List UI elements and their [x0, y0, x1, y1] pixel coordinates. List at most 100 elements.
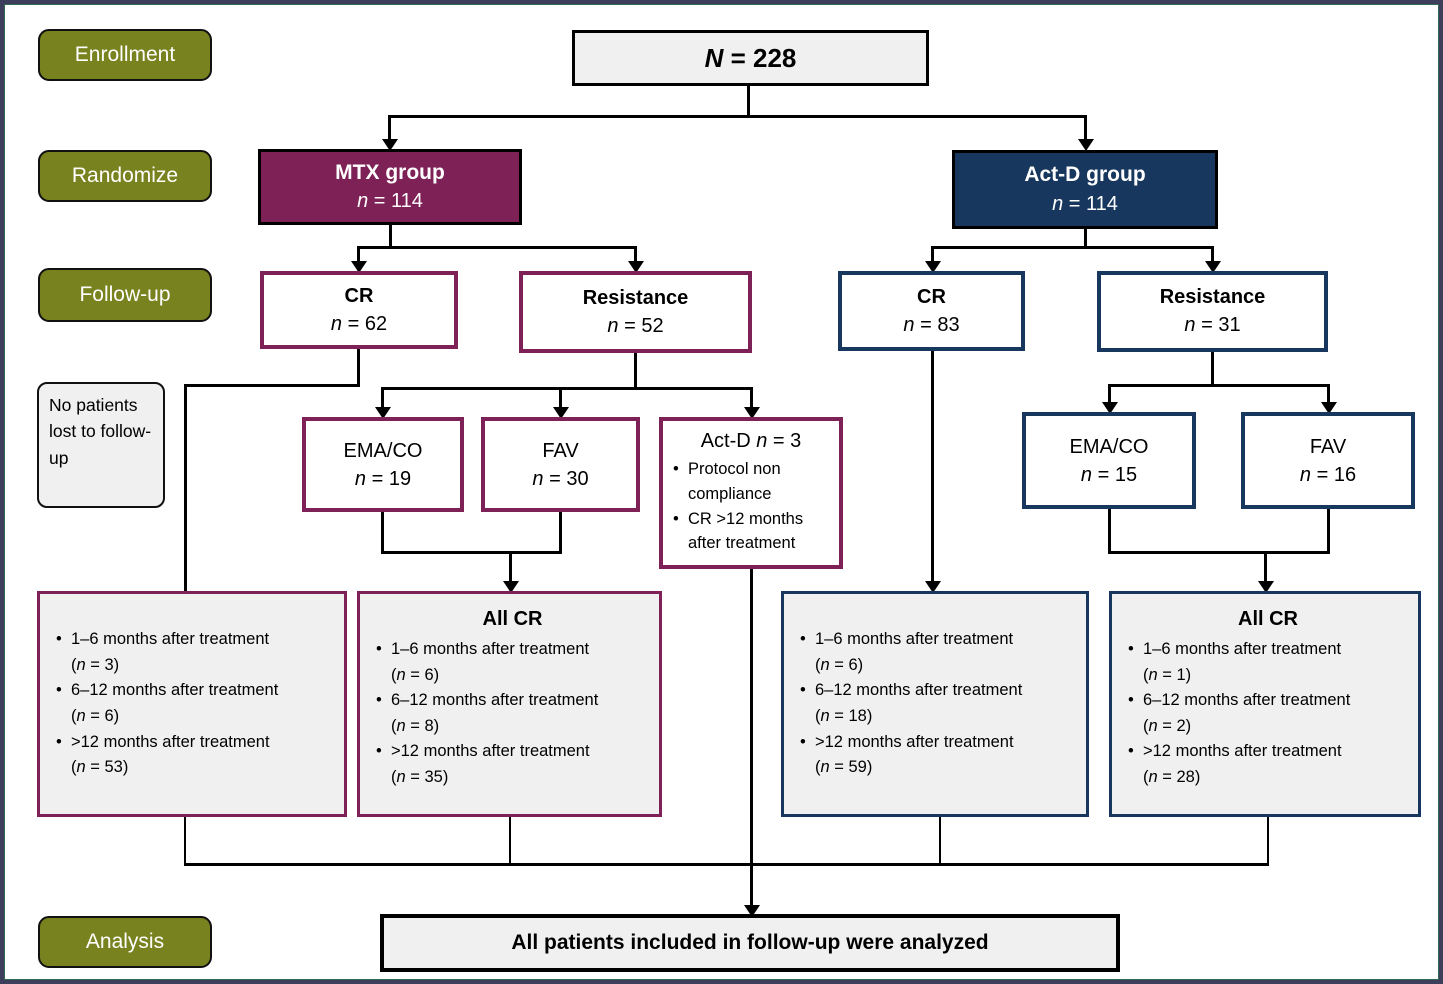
- box-title: Resistance: [1159, 286, 1266, 308]
- bullet-glyph: •: [800, 681, 806, 700]
- connector-line: [634, 351, 637, 390]
- stage-label-text: Enrollment: [74, 43, 176, 66]
- bullet-n: (n = 35): [391, 767, 449, 786]
- actd-fav-box: FAV n = 16: [1241, 412, 1415, 509]
- box-count: n = 30: [532, 467, 589, 490]
- box-count: n = 83: [903, 313, 960, 336]
- stage-label-randomize: Randomize: [38, 150, 212, 202]
- actd-resistance-box: Resistance n = 31: [1097, 271, 1328, 352]
- connector-line: [750, 387, 753, 407]
- connector-line: [747, 84, 750, 117]
- connector-line: [1327, 384, 1330, 402]
- bullet-text: >12 months after treatment: [391, 742, 590, 761]
- bullet-glyph: •: [1128, 691, 1134, 710]
- bullet-text: CR >12 months after treatment: [688, 509, 804, 553]
- bullet-n: (n = 6): [815, 655, 864, 674]
- bullet-glyph: •: [376, 742, 382, 761]
- connector-line: [1108, 384, 1111, 402]
- mtx-actd-crossover-box: Act-D n = 3 •Protocol non compliance •CR…: [659, 417, 843, 569]
- bullet-item: • 1–6 months after treatment (n = 6): [800, 627, 1076, 678]
- mtx-cr-outcome-box: • 1–6 months after treatment (n = 3) • 6–12…: [37, 591, 347, 817]
- connector-line: [184, 815, 186, 866]
- connector-line: [509, 551, 512, 581]
- connector-arrowhead: [503, 581, 519, 593]
- analysis-box: All patients included in follow-up were …: [380, 914, 1120, 972]
- bullet-text: 6–12 months after treatment: [815, 681, 1023, 700]
- connector-line: [1264, 551, 1267, 581]
- box-title: CR: [917, 285, 946, 308]
- mtx-cr-box: CR n = 62: [260, 271, 458, 349]
- connector-line: [559, 387, 562, 407]
- bullet-glyph: •: [56, 630, 62, 649]
- connector-line: [381, 551, 562, 554]
- mtx-resistance-box: Resistance n = 52: [519, 271, 752, 353]
- connector-line: [388, 115, 1087, 118]
- connector-line: [1211, 350, 1214, 387]
- no-patients-lost-note: No patients lost to follow-up: [37, 382, 165, 508]
- bullet-glyph: •: [376, 691, 382, 710]
- connector-arrowhead: [628, 261, 644, 273]
- connector-line: [184, 863, 1269, 866]
- bullet-text: 1–6 months after treatment: [815, 630, 1014, 649]
- note-text: No patients lost to follow-up: [49, 395, 152, 468]
- connector-line: [357, 246, 360, 262]
- connector-line: [389, 223, 392, 248]
- bullet-item: •>12 months after treatment(n = 28): [1128, 739, 1408, 790]
- connector-line: [381, 387, 753, 390]
- connector-arrowhead: [1321, 402, 1337, 414]
- bullet-item: •6–12 months after treatment(n = 8): [376, 688, 649, 739]
- crossover-reasons-list: •Protocol non compliance •CR >12 months …: [663, 457, 839, 556]
- mtx-fav-box: FAV n = 30: [481, 417, 640, 512]
- actd-cr-box: CR n = 83: [838, 271, 1025, 351]
- actd-group-box: Act-D group n = 114: [952, 150, 1218, 229]
- bullet-text: 1–6 months after treatment: [391, 640, 590, 658]
- bullet-n: (n = 53): [71, 758, 129, 777]
- connector-line: [388, 115, 391, 141]
- bullet-text: Protocol non compliance: [688, 460, 781, 503]
- connector-line: [1084, 227, 1087, 248]
- bullet-n: (n = 59): [815, 758, 873, 777]
- bullet-glyph: •: [673, 509, 679, 528]
- bullet-n: (n = 28): [1143, 767, 1201, 786]
- connector-line: [1267, 815, 1269, 866]
- connector-arrowhead: [553, 407, 569, 419]
- connector-line: [1108, 384, 1330, 387]
- bullet-glyph: •: [1128, 640, 1134, 658]
- connector-line: [1108, 551, 1330, 554]
- box-title: Resistance: [582, 286, 689, 309]
- box-title: All CR: [482, 608, 543, 630]
- actd-allcr-outcome-box: All CR •1–6 months after treatment(n = 1…: [1109, 591, 1421, 817]
- bullet-item: •6–12 months after treatment(n = 6): [56, 678, 334, 729]
- mtx-group-box: MTX group n = 114: [258, 149, 522, 225]
- box-count: n = 19: [354, 467, 412, 490]
- bullet-text: 6–12 months after treatment: [71, 681, 279, 700]
- box-count: n = 31: [1184, 314, 1241, 336]
- bullet-n: (n = 3): [71, 655, 120, 674]
- stage-label-enrollment: Enrollment: [38, 29, 212, 81]
- bullet-n: (n = 18): [815, 707, 873, 725]
- bullet-item: •>12 months after treatment(n = 59): [800, 730, 1076, 781]
- connector-line: [931, 349, 934, 582]
- bullet-glyph: •: [800, 630, 806, 649]
- connector-line: [1108, 507, 1111, 554]
- connector-arrowhead: [1078, 139, 1094, 151]
- connector-line: [939, 815, 941, 866]
- bullet-glyph: •: [800, 732, 806, 751]
- box-count: n = 62: [330, 312, 388, 335]
- connector-arrowhead: [382, 139, 398, 151]
- total-enrolled-count: N = 228: [704, 42, 797, 73]
- bullet-n: (n = 6): [71, 707, 120, 725]
- mtx-group-count: n = 114: [357, 190, 423, 213]
- bullet-item: • 1–6 months after treatment (n = 3): [56, 627, 334, 678]
- connector-line: [559, 509, 562, 554]
- connector-arrowhead: [375, 407, 391, 419]
- actd-group-title: Act-D group: [1024, 163, 1146, 187]
- connector-line: [184, 384, 360, 387]
- analysis-text: All patients included in follow-up were …: [511, 931, 989, 954]
- box-title: Act-D n = 3: [700, 430, 802, 452]
- bullet-text: >12 months after treatment: [71, 732, 270, 751]
- connector-line: [357, 246, 637, 249]
- bullet-text: 1–6 months after treatment: [71, 630, 270, 649]
- connector-line: [381, 387, 384, 407]
